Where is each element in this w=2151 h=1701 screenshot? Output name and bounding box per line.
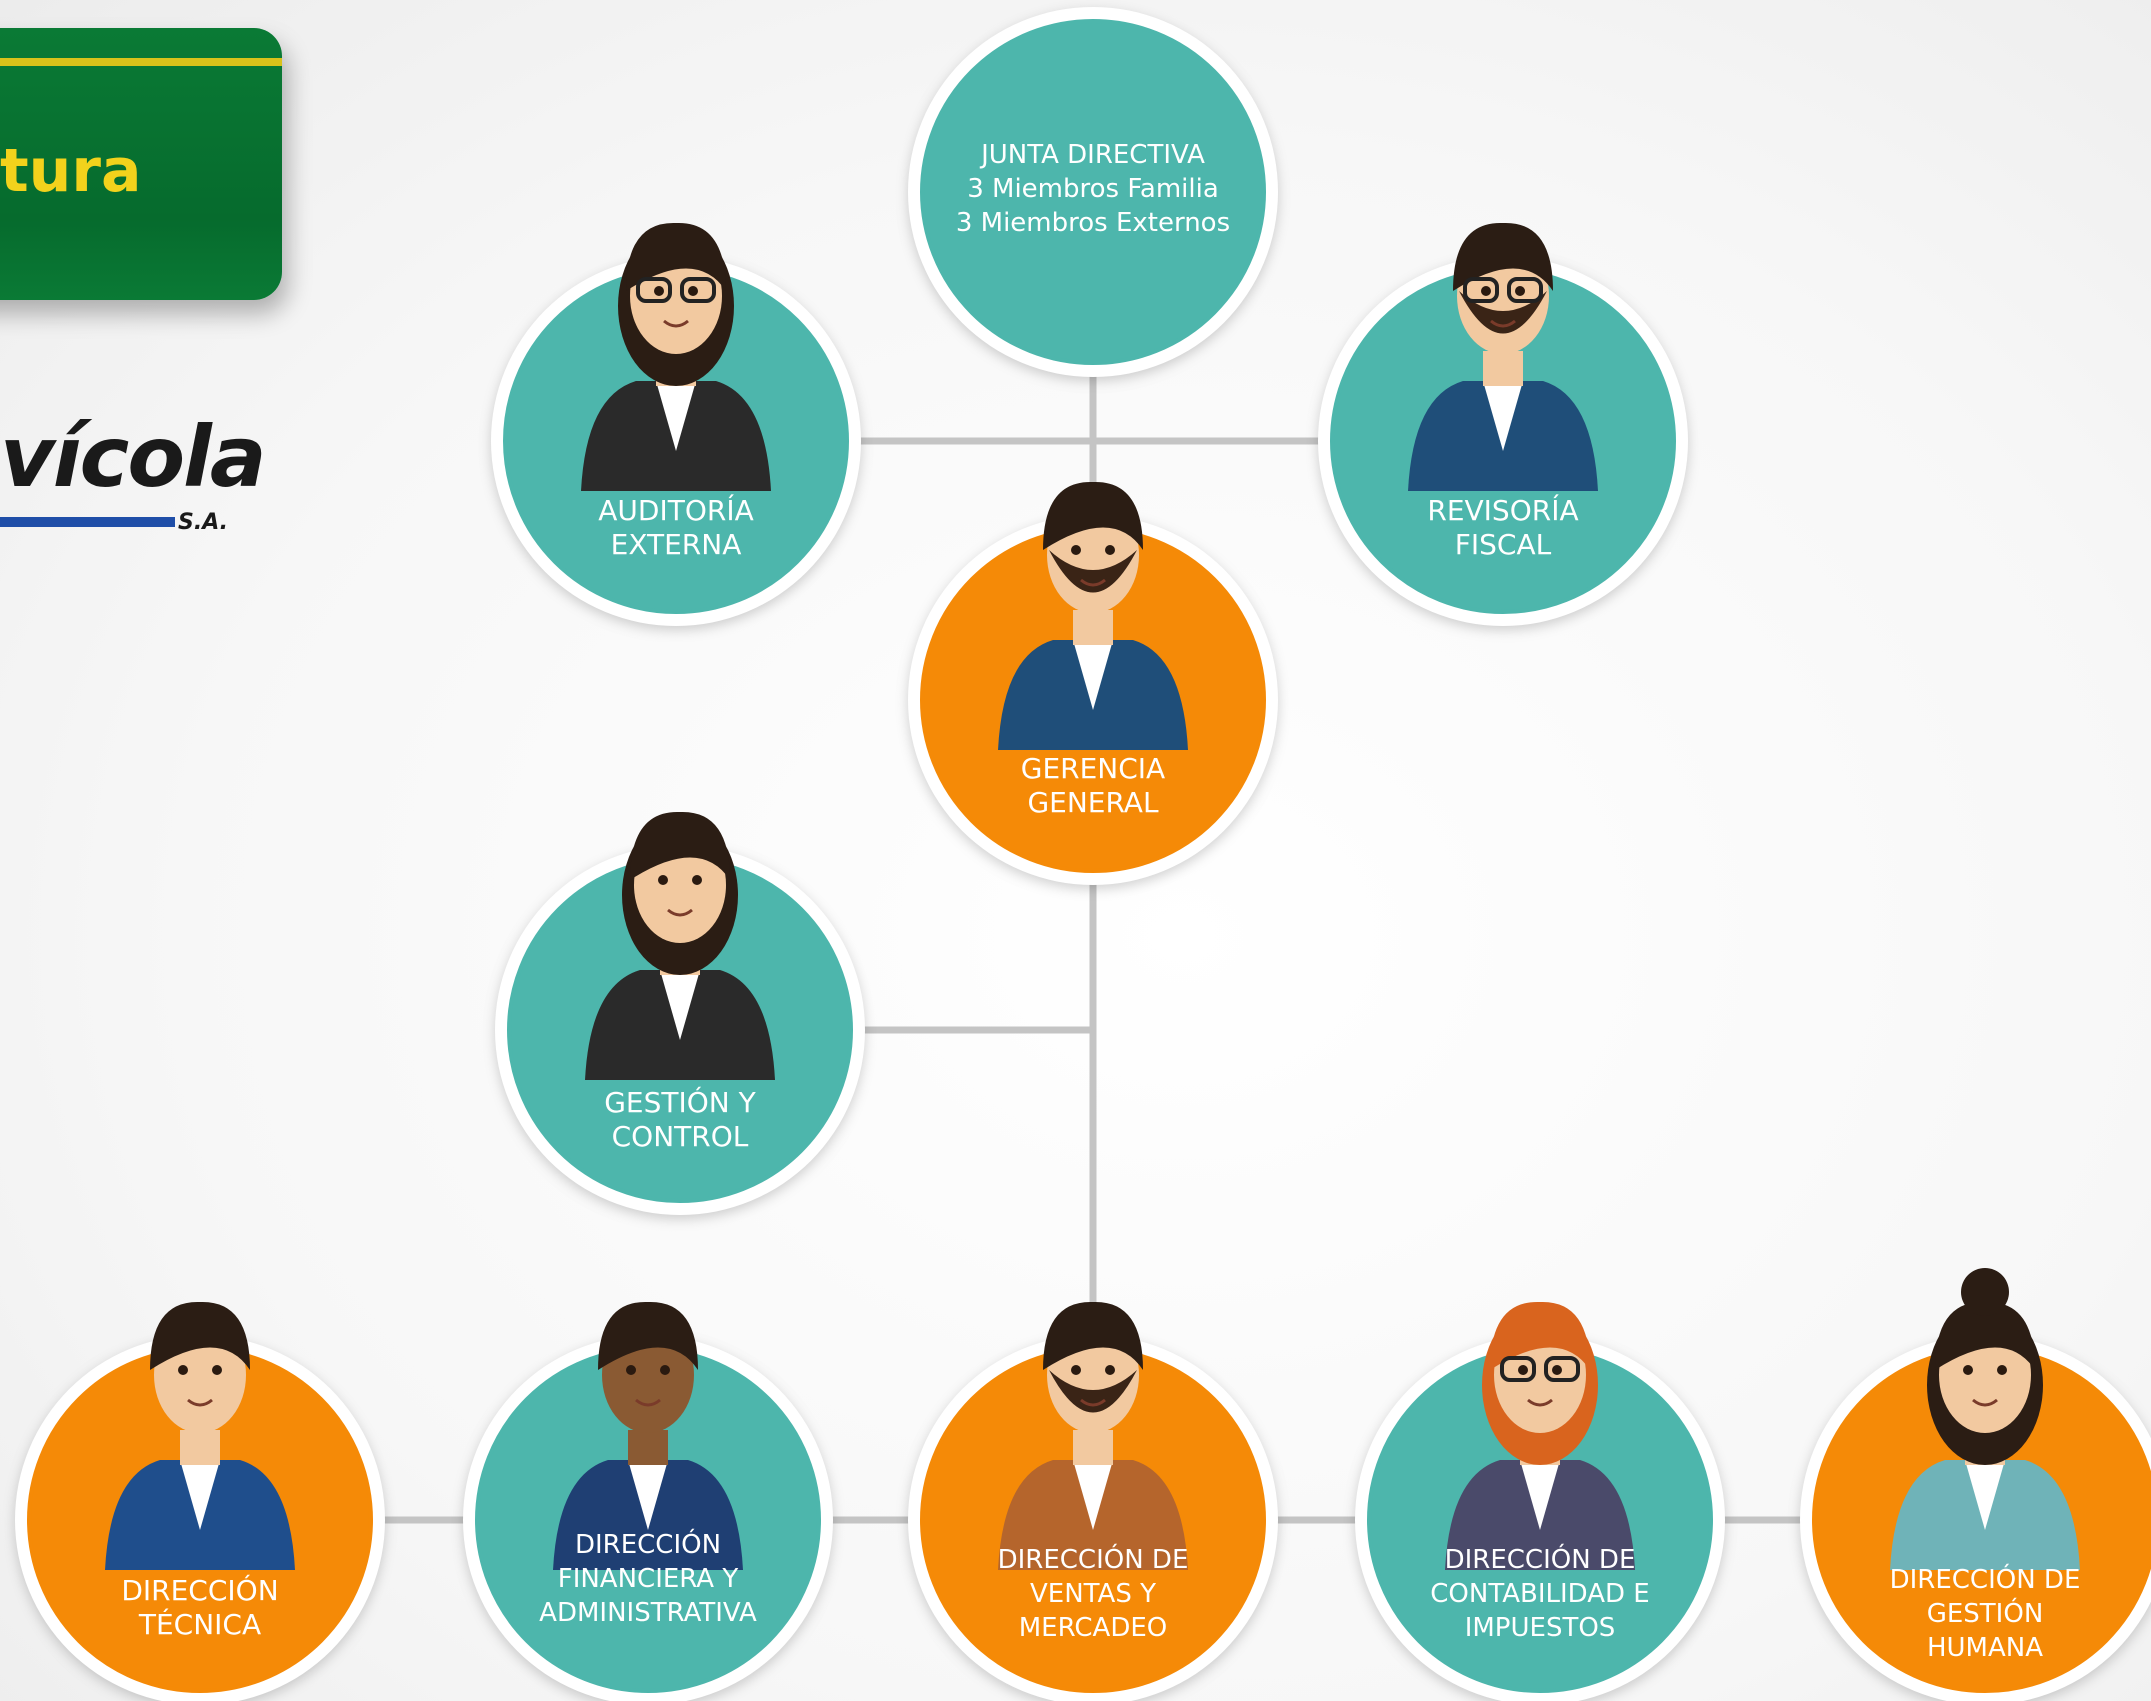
node-label-line: VENTAS Y [1030, 1579, 1156, 1609]
node-ventas: DIRECCIÓN DE VENTAS Y MERCADEO [908, 1301, 1278, 1701]
avatar-man-beard-suit [998, 481, 1188, 750]
node-label-line: TÉCNICA [138, 1607, 261, 1641]
avatar-woman-bun [1890, 1268, 2080, 1570]
node-label-line: DIRECCIÓN DE [1445, 1543, 1636, 1575]
avatar-man-glasses-beard [1408, 222, 1598, 491]
node-label-line: IMPUESTOS [1465, 1613, 1616, 1643]
logo-suffix: S.A. [178, 510, 228, 535]
banner-title: tura [0, 136, 142, 206]
node-label-line: AUDITORÍA [598, 493, 753, 527]
avatar-woman-suit [585, 811, 775, 1080]
company-logo: vícola [0, 408, 267, 506]
node-label-line: 3 Miembros Externos [956, 208, 1230, 238]
avatar-woman-glasses-suit [581, 222, 771, 491]
node-financiera: DIRECCIÓN FINANCIERA Y ADMINISTRATIVA [463, 1301, 833, 1701]
node-label-line: GERENCIA [1021, 752, 1165, 785]
logo-underline [0, 517, 175, 527]
node-label-line: EXTERNA [611, 528, 742, 561]
avatar-woman-redhair-glasses [1445, 1301, 1635, 1570]
banner-stripe [0, 58, 282, 66]
node-label-line: ADMINISTRATIVA [539, 1598, 757, 1628]
node-label-line: DIRECCIÓN DE [1890, 1563, 2081, 1595]
avatar-man-sweater [105, 1301, 295, 1570]
node-junta: JUNTA DIRECTIVA 3 Miembros Familia 3 Miemb… [908, 7, 1278, 377]
node-contabilidad: DIRECCIÓN DE CONTABILIDAD E IMPUESTOS [1355, 1301, 1725, 1701]
node-label-line: FINANCIERA Y [558, 1564, 739, 1594]
node-label-line: DIRECCIÓN DE [998, 1543, 1189, 1575]
avatar-man-beard-shirt [998, 1301, 1188, 1570]
node-label-line: 3 Miembros Familia [967, 174, 1219, 204]
org-nodes: JUNTA DIRECTIVA 3 Miembros Familia 3 Miemb… [15, 7, 2151, 1701]
node-label-line: JUNTA DIRECTIVA [979, 140, 1205, 170]
node-label-line: DIRECCIÓN [575, 1528, 721, 1560]
node-label-line: GESTIÓN [1927, 1597, 2044, 1629]
node-label-line: DIRECCIÓN [121, 1573, 278, 1607]
node-circle [920, 19, 1266, 365]
title-banner: tura [0, 28, 282, 300]
node-label-line: MERCADEO [1019, 1613, 1167, 1643]
avatar-man-curly-suit [553, 1301, 743, 1570]
node-label-line: HUMANA [1927, 1633, 2043, 1663]
node-label-line: FISCAL [1455, 528, 1552, 561]
node-label-line: GENERAL [1027, 786, 1159, 819]
node-label-line: REVISORÍA [1427, 493, 1578, 527]
node-label-line: CONTABILIDAD E [1430, 1579, 1649, 1609]
node-label-line: CONTROL [612, 1120, 749, 1153]
node-label-line: GESTIÓN Y [604, 1085, 756, 1119]
